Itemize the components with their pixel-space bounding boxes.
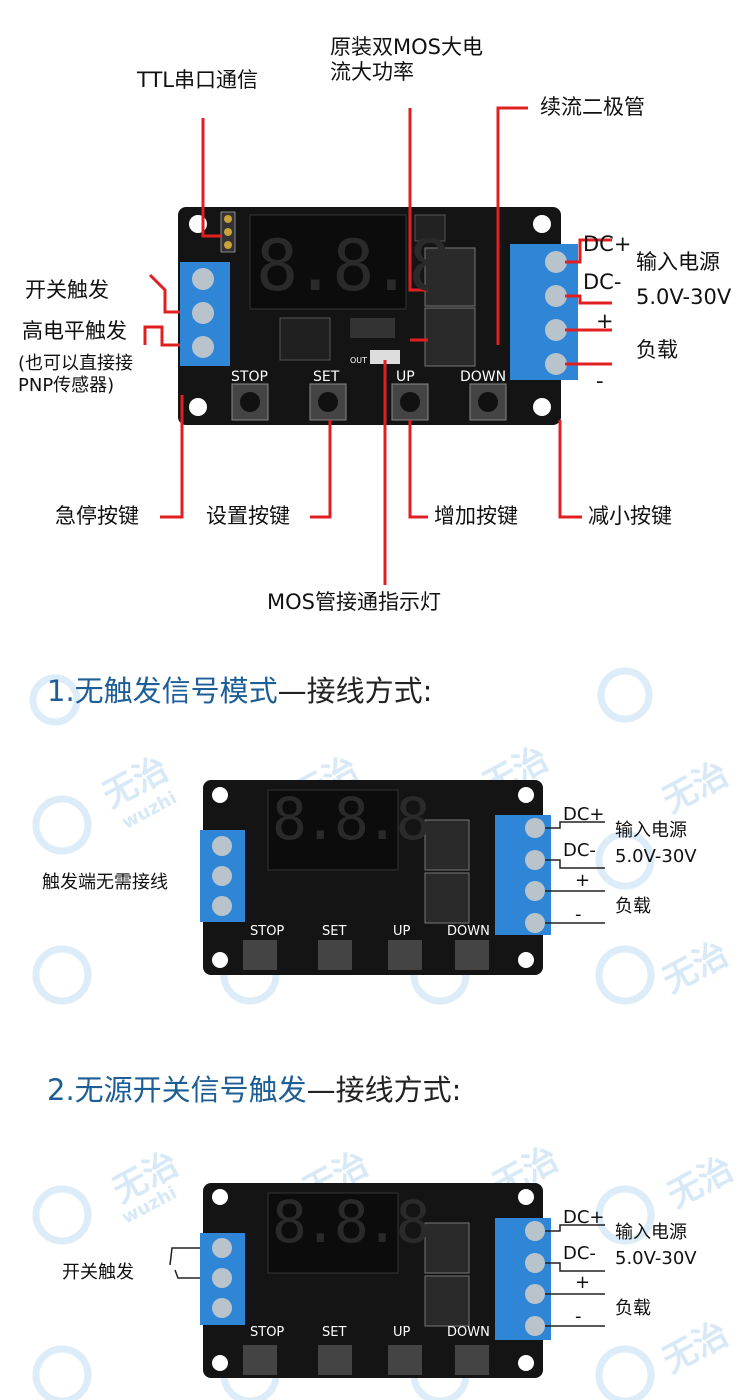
- label-trigger-note: 触发端无需接线: [42, 872, 168, 893]
- board-main-svg: [143, 106, 612, 585]
- label-stop-key: 急停按键: [55, 504, 139, 528]
- button-label-up: UP: [396, 369, 415, 385]
- button-label-up: UP: [393, 924, 411, 939]
- label-dc-minus: DC-: [583, 270, 622, 294]
- label-pnp-note: (也可以直接接 PNP传感器): [18, 353, 134, 396]
- label-dc-plus: DC+: [583, 232, 632, 256]
- label-load: 负载: [636, 338, 678, 362]
- section2-title-blue: 2.无源开关信号触发: [47, 1073, 307, 1107]
- section2-title: 2.无源开关信号触发—接线方式:: [47, 1067, 461, 1109]
- button-label-down: DOWN: [447, 924, 490, 939]
- section1-title-blue: 1.无触发信号模式: [47, 674, 278, 708]
- label-input-power: 输入电源: [636, 250, 720, 274]
- label-up-key: 增加按键: [434, 504, 518, 528]
- callout-wires: [143, 106, 612, 585]
- button-label-stop: STOP: [250, 924, 285, 939]
- label-voltage: 5.0V-30V: [615, 1248, 697, 1269]
- section1-title: 1.无触发信号模式—接线方式:: [47, 668, 432, 710]
- label-dc-plus: DC+: [563, 804, 605, 825]
- label-ttl: TTL串口通信: [137, 68, 258, 92]
- button-label-set: SET: [322, 1325, 347, 1340]
- board-s1-svg: [200, 780, 605, 975]
- label-plus: +: [575, 870, 591, 891]
- label-down-key: 减小按键: [588, 504, 672, 528]
- display-digits: 8.8.8: [272, 1188, 431, 1256]
- button-label-up: UP: [393, 1325, 411, 1340]
- button-label-set: SET: [322, 924, 347, 939]
- button-label-stop: STOP: [231, 369, 268, 385]
- label-high-level: 高电平触发: [22, 319, 127, 343]
- terminal-right: [510, 244, 578, 380]
- label-minus: -: [575, 1306, 582, 1327]
- mount-hole: [533, 215, 551, 233]
- label-dc-minus: DC-: [563, 840, 596, 861]
- label-input-power: 输入电源: [615, 820, 687, 841]
- label-minus: -: [575, 904, 582, 925]
- display-digits: 8.8.8: [256, 225, 451, 307]
- label-voltage: 5.0V-30V: [615, 846, 697, 867]
- label-switch-trigger: 开关触发: [62, 1262, 134, 1283]
- label-voltage: 5.0V-30V: [636, 285, 732, 309]
- button-label-set: SET: [313, 369, 340, 385]
- label-input-power: 输入电源: [615, 1222, 687, 1243]
- button-label-down: DOWN: [460, 369, 507, 385]
- label-dc-minus: DC-: [563, 1243, 596, 1264]
- seven-seg-display: [249, 214, 407, 310]
- label-set-key: 设置按键: [206, 504, 290, 528]
- label-load: 负载: [615, 1298, 651, 1319]
- label-mos-led: MOS管接通指示灯: [267, 590, 441, 614]
- label-plus: +: [596, 309, 614, 333]
- mount-hole: [533, 398, 551, 416]
- section1-title-dark: —接线方式:: [277, 674, 433, 708]
- label-minus: -: [596, 369, 604, 393]
- button-label-stop: STOP: [250, 1325, 285, 1340]
- section2-title-dark: —接线方式:: [306, 1073, 462, 1107]
- silk-out: OUT: [350, 356, 368, 365]
- label-plus: +: [575, 1272, 591, 1293]
- label-load: 负载: [615, 896, 651, 917]
- label-mos: 原装双MOS大电 流大功率: [330, 35, 483, 85]
- label-dc-plus: DC+: [563, 1207, 605, 1228]
- display-digits: 8.8.8: [272, 785, 431, 853]
- mount-hole: [189, 398, 207, 416]
- board-s2-svg: [169, 1183, 605, 1378]
- label-diode: 续流二极管: [540, 95, 645, 119]
- label-switch-trigger: 开关触发: [25, 278, 109, 302]
- button-label-down: DOWN: [447, 1325, 490, 1340]
